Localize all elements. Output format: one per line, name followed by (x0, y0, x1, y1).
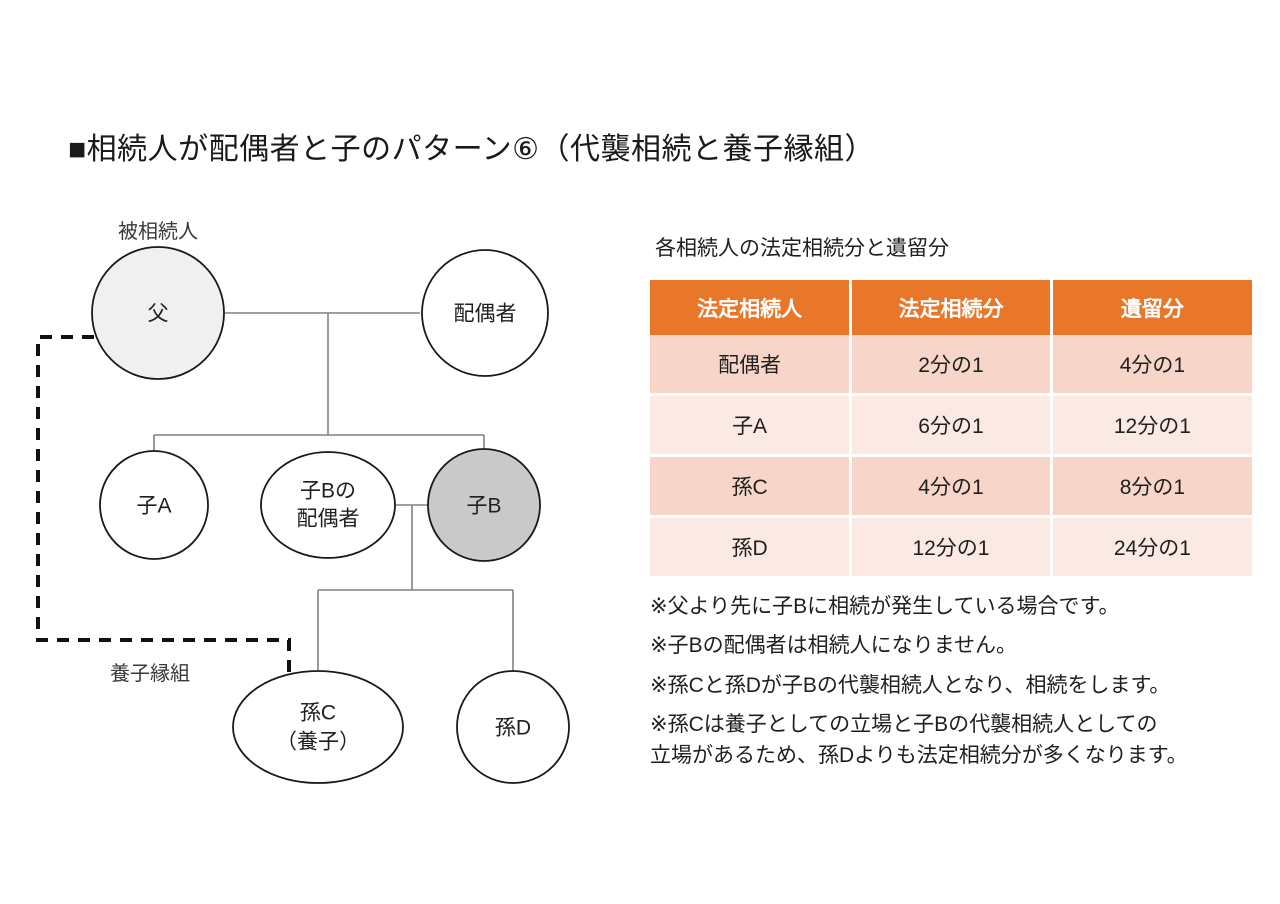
node-grandchild-c-label-line1: 孫C (300, 702, 336, 725)
node-child-a[interactable]: 子A (99, 450, 209, 560)
node-child-b-spouse-label-line1: 子Bの (300, 480, 356, 503)
node-spouse[interactable]: 配偶者 (421, 249, 549, 377)
page-title: ■相続人が配偶者と子のパターン⑥（代襲相続と養子縁組） (68, 133, 876, 166)
decedent-caption: 被相続人 (118, 220, 198, 243)
cell-legal-share: 2分の1 (850, 335, 1053, 396)
table-row: 孫C 4分の1 8分の1 (650, 455, 1252, 518)
cell-heir: 孫D (650, 516, 853, 576)
node-child-b-spouse-label-line2: 配偶者 (297, 508, 360, 531)
cell-reserved-share: 24分の1 (1051, 516, 1252, 576)
node-grandchild-d[interactable]: 孫D (456, 670, 570, 784)
table-caption: 各相続人の法定相続分と遺留分 (655, 237, 949, 260)
column-header-legal-share: 法定相続分 (850, 280, 1053, 335)
table-row: 配偶者 2分の1 4分の1 (650, 335, 1252, 396)
note-item: ※父より先に子Bに相続が発生している場合です。 (650, 595, 1120, 618)
cell-reserved-share: 8分の1 (1051, 455, 1252, 518)
table-row: 子A 6分の1 12分の1 (650, 394, 1252, 457)
adoption-dashed-link (36, 335, 291, 676)
cell-legal-share: 6分の1 (850, 394, 1053, 457)
table-header-row: 法定相続人 法定相続分 遺留分 (650, 280, 1252, 335)
cell-heir: 子A (650, 394, 853, 457)
node-grandchild-c[interactable]: 孫C （養子） (232, 670, 404, 784)
cell-heir: 配偶者 (650, 335, 853, 396)
node-spouse-label: 配偶者 (454, 303, 517, 326)
inheritance-share-table: 法定相続人 法定相続分 遺留分 配偶者 2分の1 4分の1 子A 6分の1 12… (650, 280, 1252, 576)
cell-reserved-share: 12分の1 (1051, 394, 1252, 457)
notes-list: ※父より先に子Bに相続が発生している場合です。 ※子Bの配偶者は相続人になりませ… (650, 592, 1270, 771)
adoption-caption: 養子縁組 (110, 662, 190, 685)
column-header-reserved-share: 遺留分 (1051, 280, 1252, 335)
family-tree-diagram: 被相続人 養子縁組 父 配偶者 子A 子Bの 配偶者 子B (36, 220, 570, 784)
node-father-label: 父 (148, 303, 169, 326)
note-item: ※子Bの配偶者は相続人になりません。 (650, 634, 1017, 658)
cell-legal-share: 4分の1 (850, 455, 1053, 518)
node-child-b[interactable]: 子B (427, 448, 541, 562)
cell-legal-share: 12分の1 (850, 516, 1053, 576)
node-father[interactable]: 父 (91, 246, 225, 380)
table-row: 孫D 12分の1 24分の1 (650, 516, 1252, 576)
node-child-b-label: 子B (466, 495, 501, 518)
node-child-a-label: 子A (136, 495, 171, 518)
node-grandchild-c-label-line2: （養子） (276, 731, 360, 754)
note-item: ※孫Cと孫Dが子Bの代襲相続人となり、相続をします。 (650, 673, 1171, 697)
node-grandchild-d-label: 孫D (495, 717, 531, 740)
cell-heir: 孫C (650, 455, 853, 518)
note-item: ※孫Cは養子としての立場と子Bの代襲相続人としての 立場があるため、孫Dよりも法… (650, 713, 1188, 767)
cell-reserved-share: 4分の1 (1051, 335, 1252, 396)
node-child-b-spouse[interactable]: 子Bの 配偶者 (260, 451, 396, 559)
column-header-heir: 法定相続人 (650, 280, 853, 335)
